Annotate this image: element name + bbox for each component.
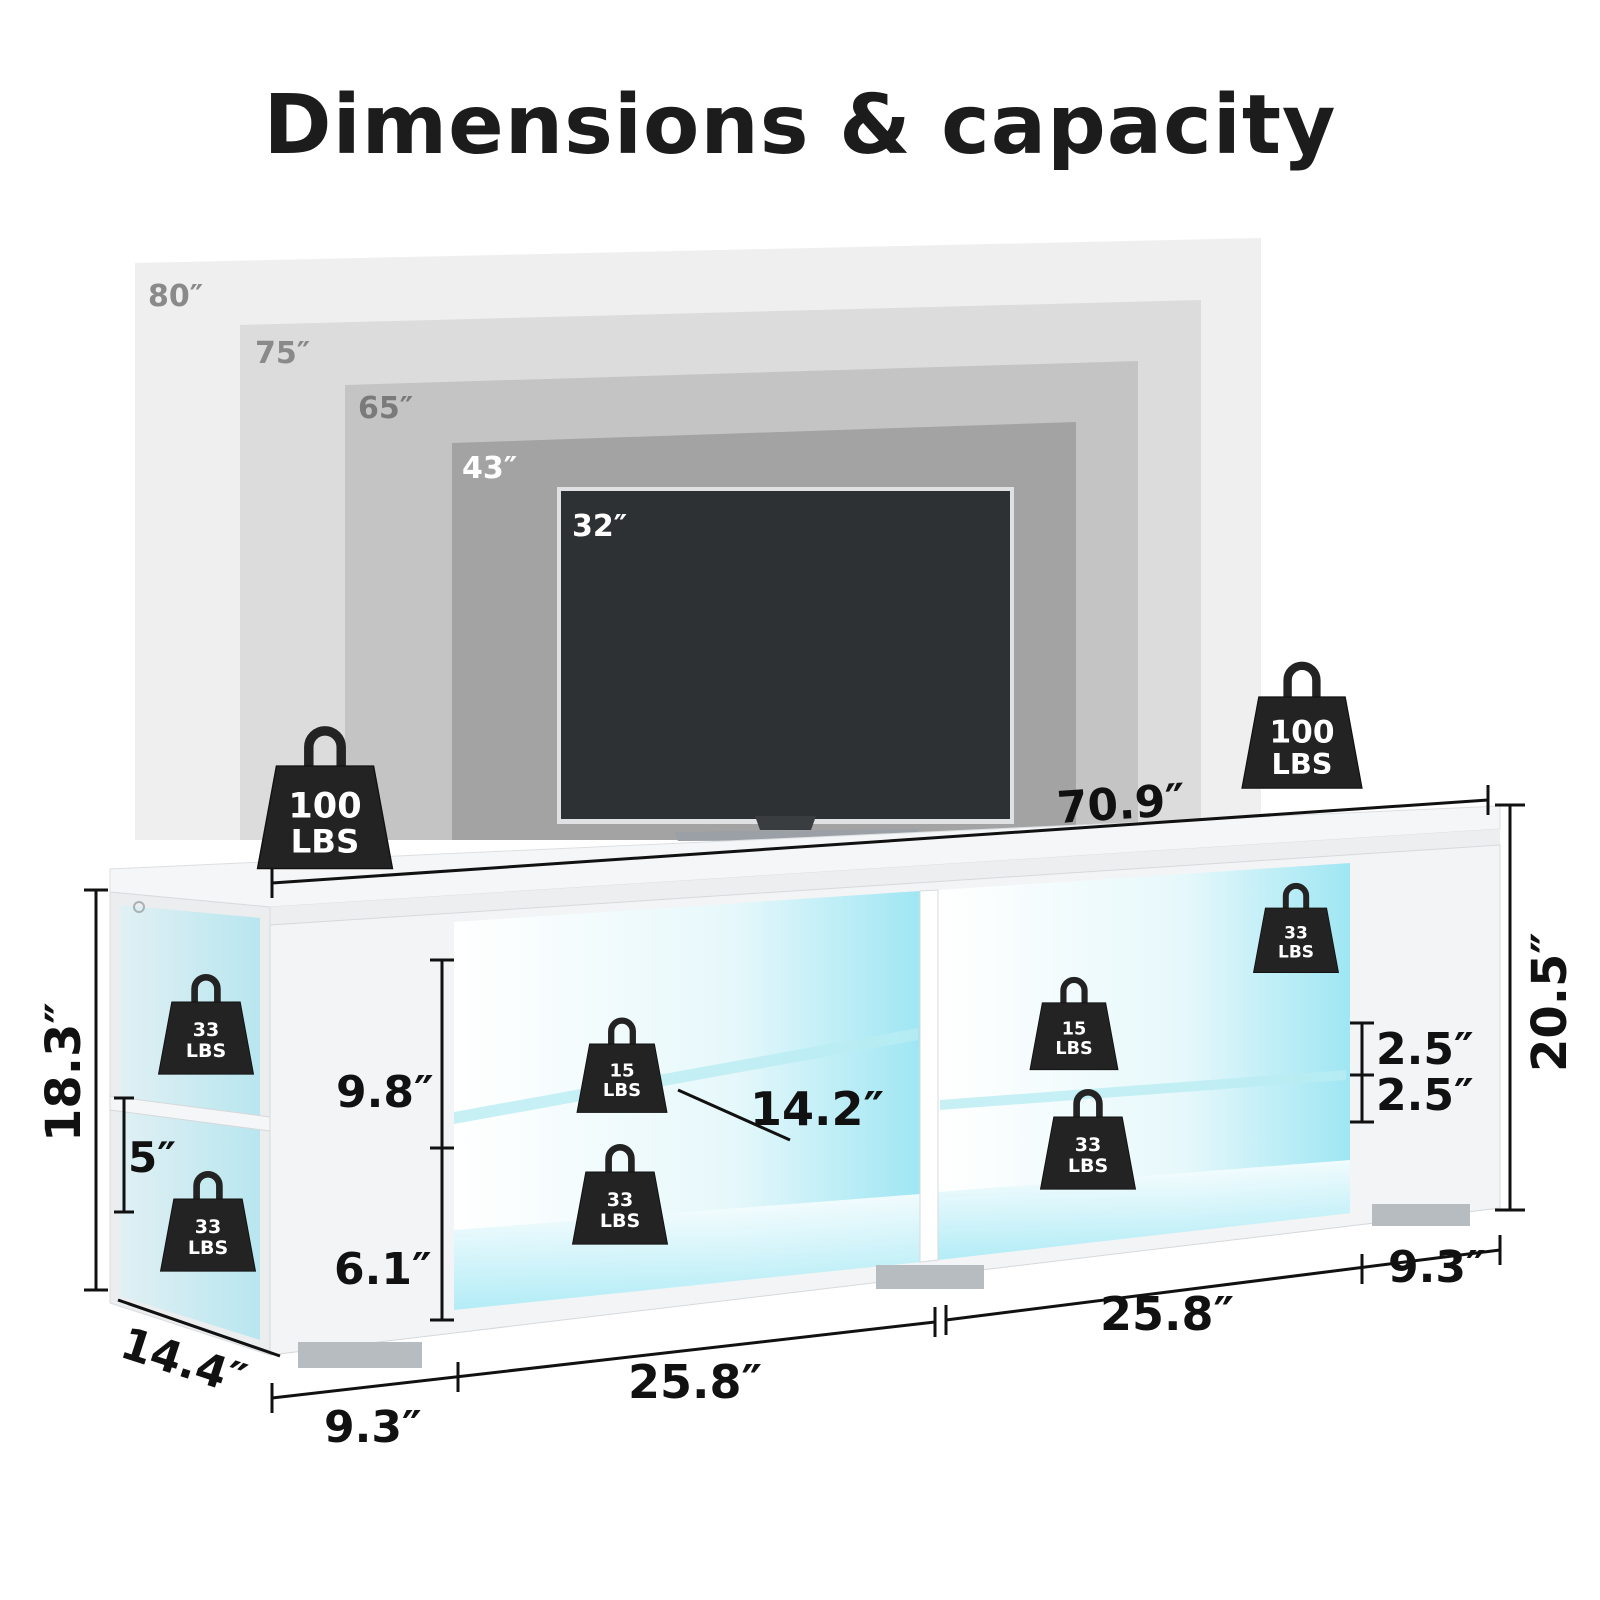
foot-left — [298, 1342, 422, 1368]
dimension-labels: 70.9″ 20.5″ 18.3″ 5″ 14.4″ 9.8″ 6.1″ 14.… — [36, 775, 1578, 1453]
label-top-width: 70.9″ — [1055, 775, 1186, 834]
label-lower-compartment: 6.1″ — [334, 1244, 432, 1295]
weight-unit: LBS — [1068, 1155, 1108, 1177]
label-left-side-width: 9.3″ — [324, 1402, 422, 1453]
weight-value: 15 — [1062, 1019, 1086, 1039]
tv-32-screen — [561, 491, 1010, 819]
foot-right — [1372, 1204, 1470, 1226]
dim-line-depth — [117, 1298, 281, 1358]
label-upper-compartment: 9.8″ — [336, 1067, 434, 1118]
foot-center — [876, 1265, 984, 1289]
weight-unit: LBS — [291, 822, 360, 860]
weight-value: 33 — [607, 1189, 633, 1211]
tv-43-label: 43″ — [462, 451, 517, 486]
right-compartment — [938, 863, 1350, 1260]
label-right-cabinet-width: 25.8″ — [1100, 1287, 1234, 1341]
power-button-icon — [133, 901, 145, 913]
label-right-upper-gap: 2.5″ — [1376, 1024, 1474, 1075]
dim-line-glass-depth — [677, 1088, 791, 1142]
label-right-lower-gap: 2.5″ — [1376, 1070, 1474, 1121]
tv-32: 32″ — [557, 487, 1014, 841]
label-right-side-width: 9.3″ — [1388, 1242, 1486, 1293]
tv-65-label: 65″ — [358, 391, 413, 426]
dim-line-bottom-right — [945, 1248, 1501, 1322]
label-glass-depth: 14.2″ — [750, 1082, 884, 1136]
weight-value: 33 — [193, 1019, 219, 1041]
dim-line-bottom-left — [271, 1320, 936, 1400]
right-glass-shelf — [940, 1070, 1346, 1110]
weight-unit: LBS — [1055, 1039, 1092, 1059]
weight-value: 100 — [1269, 715, 1334, 751]
tv-75-label: 75″ — [255, 336, 310, 371]
weight-unit: LBS — [186, 1040, 226, 1062]
left-compartment-floor — [454, 1194, 920, 1310]
tv-80-label: 80″ — [148, 279, 203, 314]
label-side-gap: 5″ — [128, 1133, 176, 1182]
cabinet-top-edge — [270, 829, 1500, 925]
left-glass-shelf — [454, 1028, 918, 1124]
center-divider — [919, 889, 939, 1263]
weight-value: 33 — [1284, 924, 1308, 944]
weight-value: 100 — [288, 785, 361, 826]
label-left-cabinet-width: 25.8″ — [628, 1355, 762, 1409]
page-title: Dimensions & capacity — [263, 78, 1337, 173]
label-side-height: 18.3″ — [36, 1002, 92, 1142]
weight-icons: 100LBS100LBS33LBS33LBS15LBS33LBS15LBS33L… — [157, 661, 1363, 1272]
weight-unit: LBS — [600, 1210, 640, 1232]
tv-32-label: 32″ — [572, 509, 627, 544]
weight-unit: LBS — [603, 1080, 641, 1101]
weight-value: 15 — [609, 1060, 634, 1081]
label-total-height: 20.5″ — [1522, 932, 1578, 1072]
tv-stand-neck — [755, 816, 816, 830]
weight-unit: LBS — [1278, 942, 1314, 962]
weight-unit: LBS — [188, 1237, 228, 1259]
weight-value: 33 — [195, 1216, 221, 1238]
dim-line-top-width — [271, 798, 1489, 885]
weight-unit: LBS — [1271, 747, 1332, 781]
weight-value: 33 — [1075, 1134, 1101, 1156]
dimension-lines — [84, 785, 1525, 1413]
